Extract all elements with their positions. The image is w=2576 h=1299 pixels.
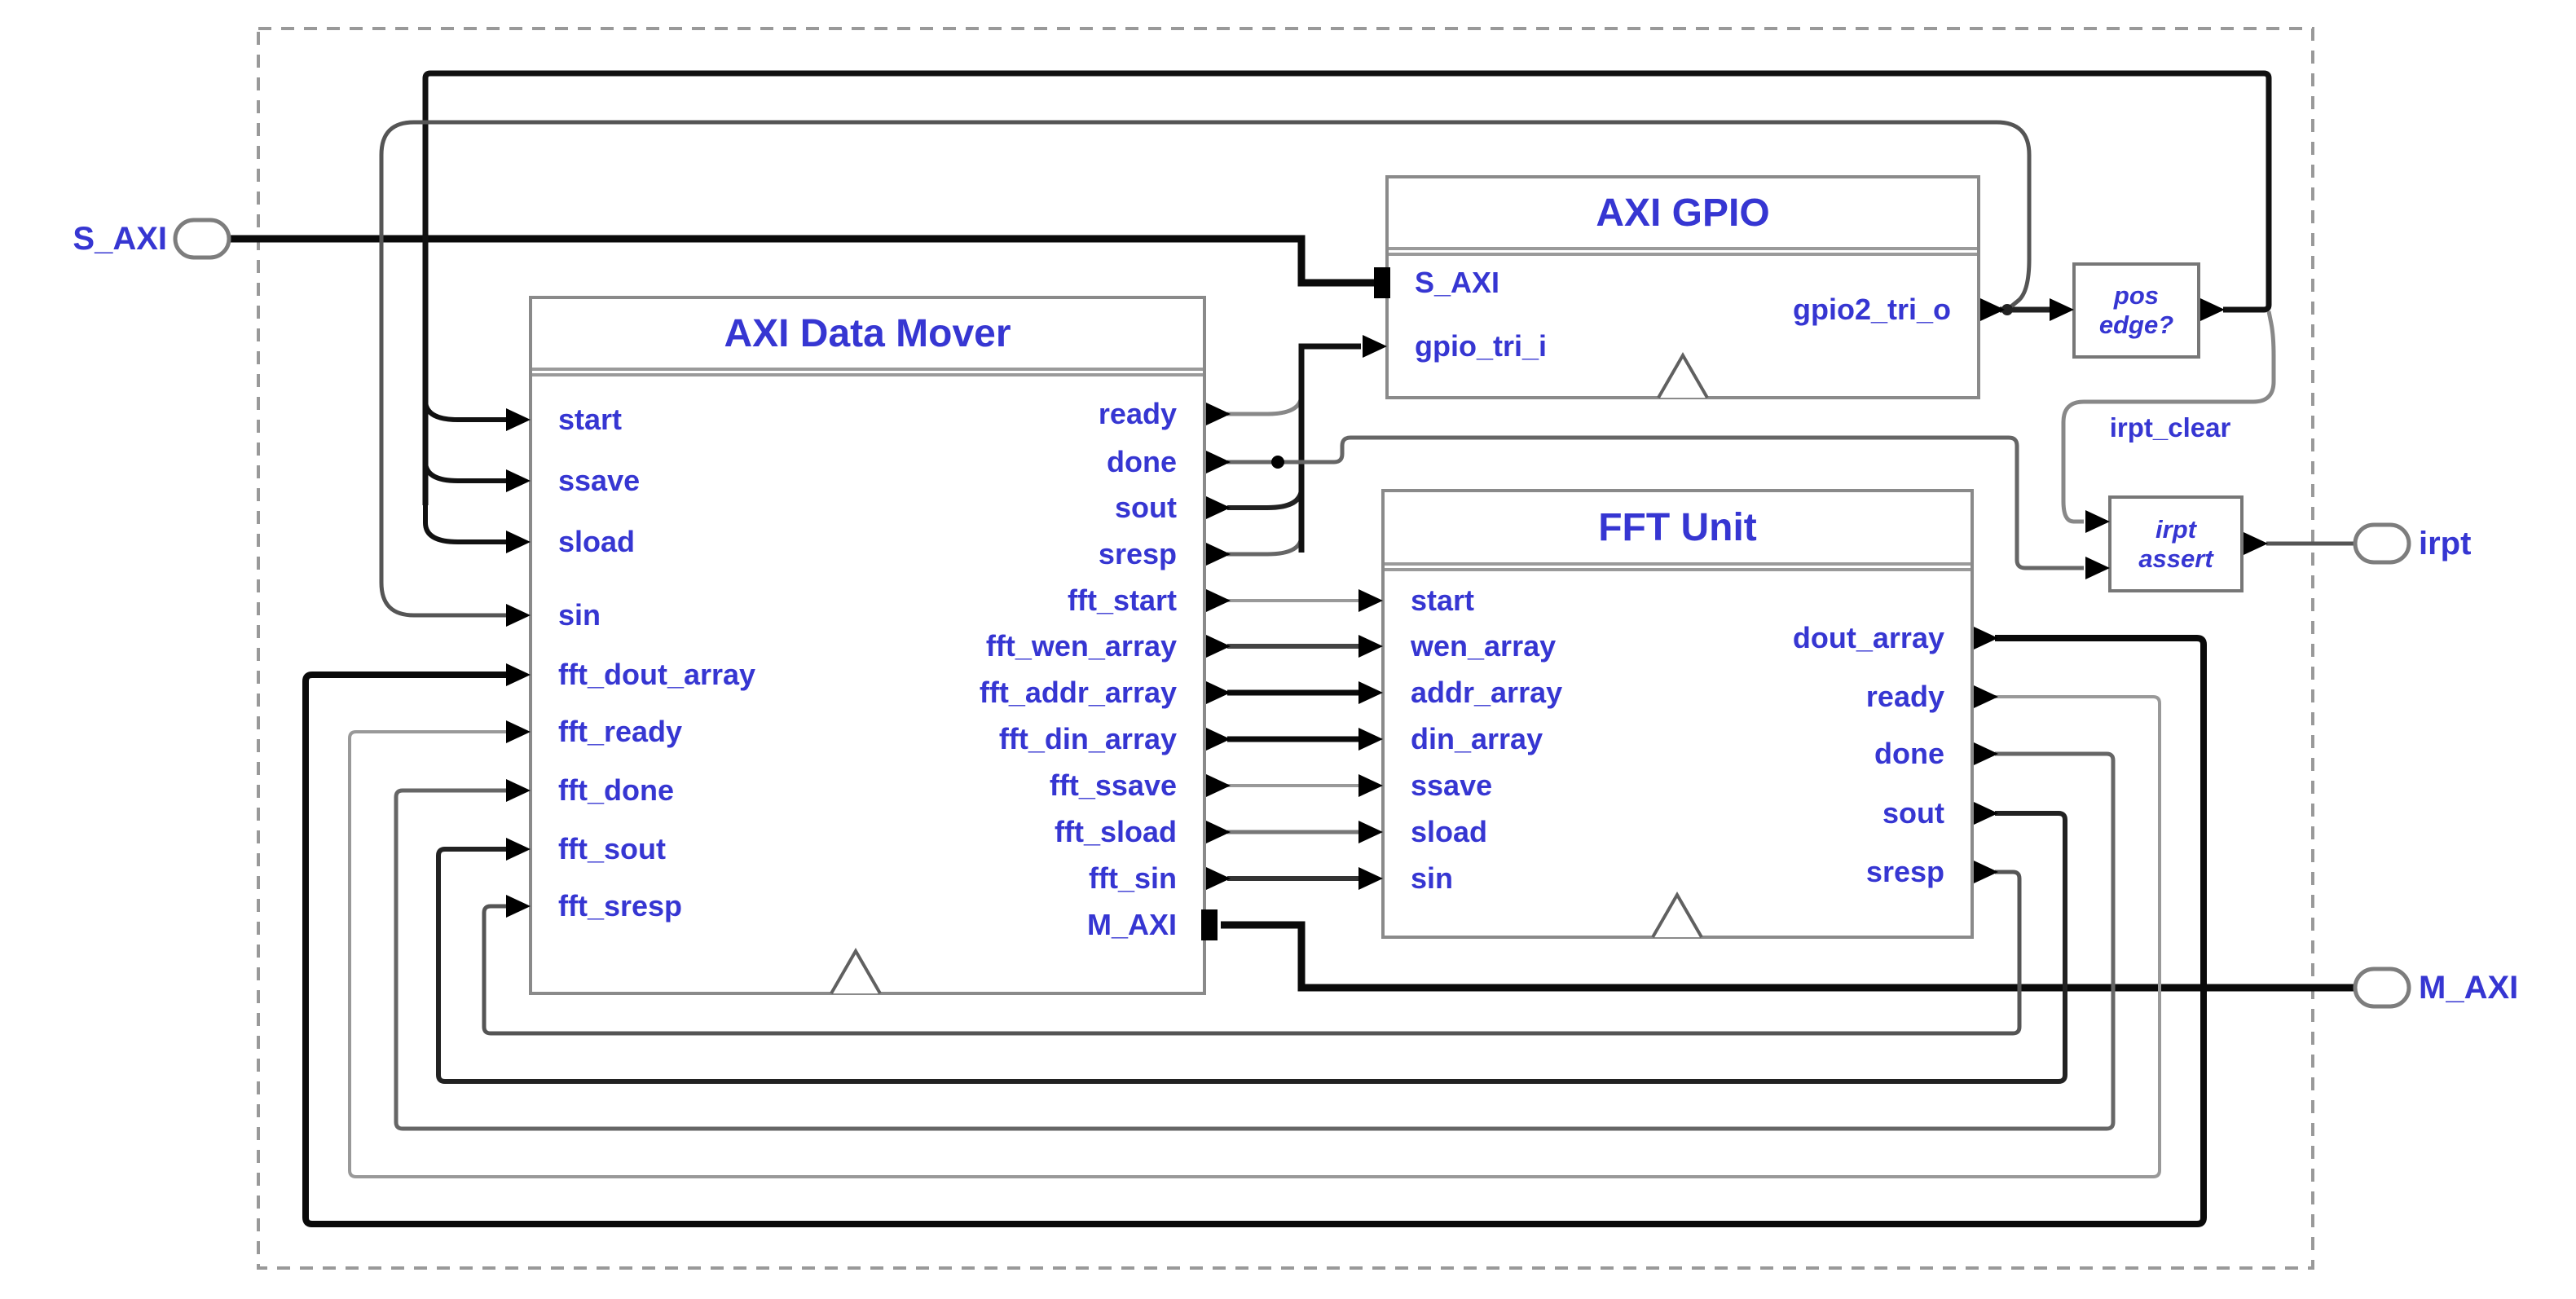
wire-sresp-join-bus [1227, 517, 1304, 557]
external-port-label-m_axi: M_AXI [2419, 970, 2519, 1006]
port-label-fft-unit-dout_array: dout_array [1792, 621, 1944, 654]
port-label-axi-data-mover-ssave: ssave [558, 464, 641, 497]
port-label-axi-data-mover-M_AXI: M_AXI [1086, 908, 1177, 941]
port-label-axi-data-mover-ready: ready [1098, 397, 1177, 430]
external-port-shape-irpt [2353, 522, 2411, 565]
port-label-axi-gpio-gpio2_tri_o: gpio2_tri_o [1792, 293, 1951, 326]
port-label-fft-unit-din_array: din_array [1411, 722, 1543, 755]
port-label-axi-data-mover-fft_ssave: fft_ssave [1049, 768, 1177, 802]
port-label-axi-data-mover-fft_sresp: fft_sresp [558, 889, 683, 923]
external-port-label-s_axi: S_AXI [73, 221, 167, 257]
junction-gpio2-branch [2001, 304, 2013, 315]
external-port-shape-m_axi [2353, 967, 2411, 1009]
block-title-axi-gpio: AXI GPIO [1389, 178, 1977, 256]
block-irpt-assert: irpt assert [2108, 495, 2244, 592]
wire-ready-join-bus [1227, 375, 1304, 416]
external-port-label-irpt: irpt [2419, 526, 2472, 561]
port-label-fft-unit-sin: sin [1411, 861, 1454, 895]
block-title-irpt-assert: irpt assert [2138, 514, 2213, 573]
wire-pulse-to-ssave [423, 443, 506, 483]
block-title-axi-data-mover: AXI Data Mover [532, 299, 1203, 376]
wire-s-axi-to-gpio [229, 235, 1376, 287]
port-label-axi-data-mover-sload: sload [558, 525, 636, 558]
port-label-axi-data-mover-fft_wen_array: fft_wen_array [985, 629, 1177, 663]
port-label-fft-unit-addr_array: addr_array [1411, 676, 1563, 709]
port-label-fft-unit-done: done [1874, 737, 1944, 770]
block-title-pos-edge: pos edge? [2098, 281, 2174, 339]
port-label-axi-data-mover-fft_start: fft_start [1067, 583, 1177, 617]
port-label-axi-data-mover-fft_dout_array: fft_dout_array [558, 658, 756, 691]
port-label-axi-data-mover-fft_sout: fft_sout [558, 832, 666, 865]
port-label-axi-data-mover-done: done [1107, 445, 1177, 478]
port-label-axi-data-mover-fft_addr_array: fft_addr_array [979, 676, 1177, 709]
port-label-axi-data-mover-fft_sin: fft_sin [1089, 861, 1177, 895]
port-label-fft-unit-sload: sload [1411, 815, 1488, 848]
port-label-axi-gpio-S_AXI: S_AXI [1415, 266, 1500, 299]
port-label-axi-data-mover-sout: sout [1115, 491, 1177, 524]
wire-tri-bus-to-gpio-tri-i [1298, 343, 1361, 553]
port-label-axi-gpio-gpio_tri_i: gpio_tri_i [1415, 329, 1548, 363]
port-label-fft-unit-wen_array: wen_array [1411, 629, 1557, 663]
port-label-axi-data-mover-start: start [558, 403, 623, 436]
port-label-fft-unit-sresp: sresp [1865, 855, 1944, 888]
port-label-axi-data-mover-fft_ready: fft_ready [558, 715, 683, 748]
free-label-irpt-clear: irpt_clear [2109, 412, 2231, 443]
port-label-fft-unit-sout: sout [1882, 796, 1944, 830]
port-label-axi-data-mover-sresp: sresp [1098, 537, 1177, 570]
wire-pulse-to-start [423, 381, 506, 422]
port-label-fft-unit-ready: ready [1865, 680, 1944, 713]
port-label-axi-data-mover-fft_done: fft_done [558, 773, 674, 807]
block-title-fft-unit: FFT Unit [1385, 492, 1971, 571]
block-pos-edge: pos edge? [2072, 262, 2200, 359]
port-label-fft-unit-start: start [1411, 583, 1475, 617]
port-label-axi-data-mover-sin: sin [558, 598, 601, 632]
wire-sout-join-bus [1227, 469, 1304, 510]
port-label-axi-data-mover-fft_din_array: fft_din_array [998, 722, 1177, 755]
port-label-fft-unit-ssave: ssave [1411, 768, 1493, 802]
external-port-shape-s_axi [173, 218, 231, 260]
port-label-axi-data-mover-fft_sload: fft_sload [1054, 815, 1177, 848]
junction-done-branch [1271, 456, 1284, 469]
wire-pulse-to-sload [423, 504, 506, 544]
